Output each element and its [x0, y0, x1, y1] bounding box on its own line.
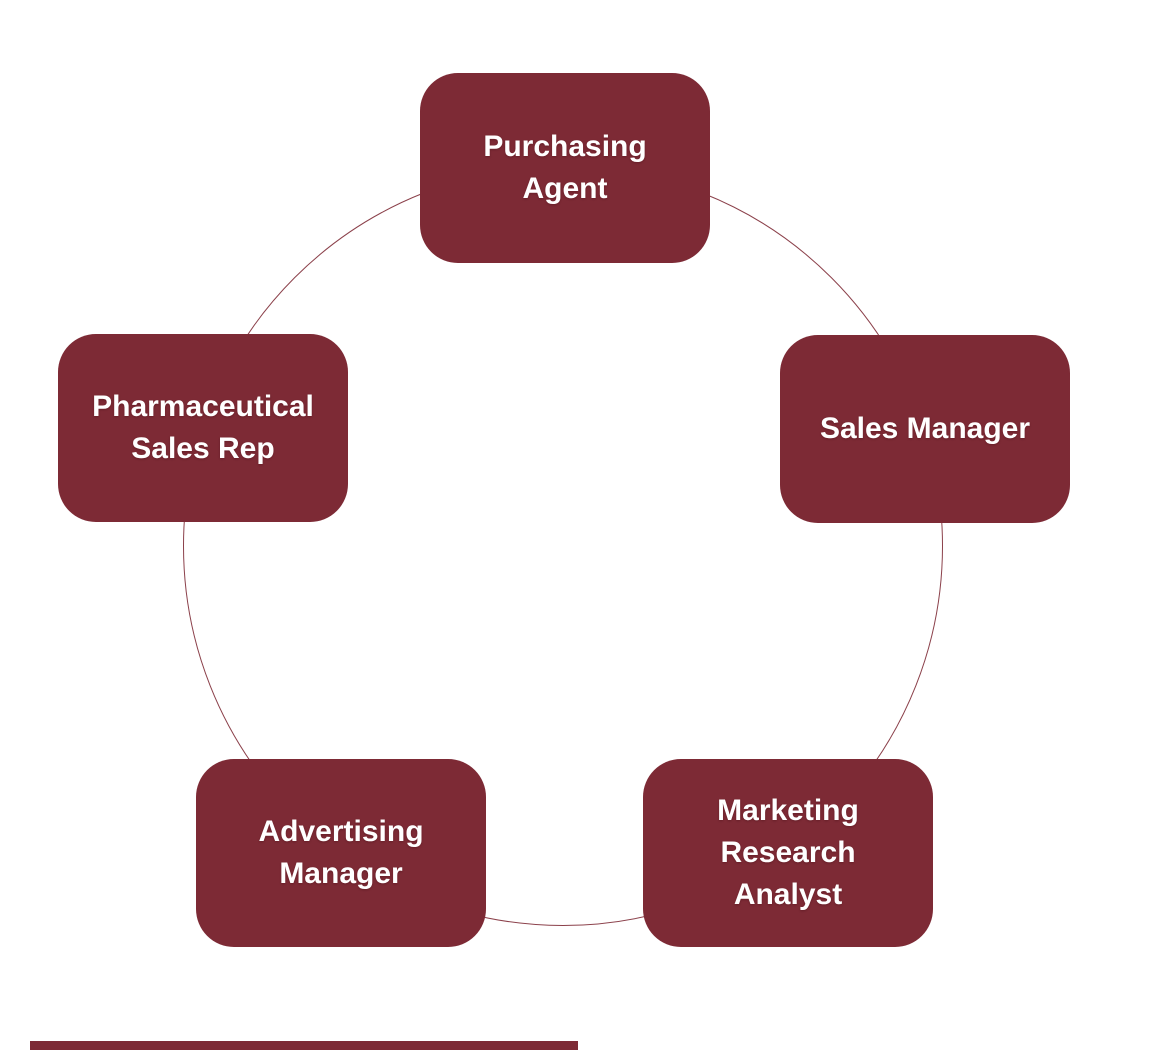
node-purchasing-agent: Purchasing Agent — [420, 73, 710, 263]
node-pharmaceutical-sales-rep-label: Pharmaceutical Sales Rep — [92, 390, 314, 465]
node-purchasing-agent-label: Purchasing Agent — [483, 130, 647, 205]
node-sales-manager: Sales Manager — [780, 335, 1070, 523]
node-marketing-research-analyst-label: Marketing Research Analyst — [717, 794, 859, 911]
cropped-bottom-edge-bar — [30, 1041, 578, 1050]
node-pharmaceutical-sales-rep: Pharmaceutical Sales Rep — [58, 334, 348, 522]
node-advertising-manager: Advertising Manager — [196, 759, 486, 947]
node-marketing-research-analyst: Marketing Research Analyst — [643, 759, 933, 947]
node-sales-manager-label: Sales Manager — [819, 412, 1031, 445]
node-advertising-manager-label: Advertising Manager — [258, 815, 424, 890]
